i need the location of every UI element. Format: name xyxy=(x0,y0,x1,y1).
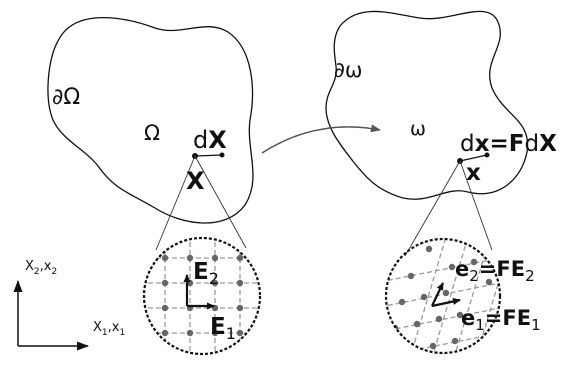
current-zoom-circle xyxy=(384,237,502,355)
deformation-map-arrow xyxy=(261,124,381,154)
reference-basis-e1-label: E1 xyxy=(210,314,236,343)
current-basis-e1-label: e1=FE1 xyxy=(461,306,541,334)
current-boundary-label: ∂ω xyxy=(334,58,362,82)
current-basis-e2-label: e2=FE2 xyxy=(455,257,535,285)
vertical-axis-label: X2,x2 xyxy=(25,259,57,277)
reference-material-grid xyxy=(144,238,260,354)
reference-element-label: dX xyxy=(193,126,227,154)
current-body-outline xyxy=(325,10,529,200)
coordinate-axes xyxy=(13,280,89,351)
reference-boundary-label: ∂Ω xyxy=(52,85,80,110)
reference-basis-e2-label: E2 xyxy=(193,259,219,288)
horizontal-axis-label: X1,x1 xyxy=(93,320,125,338)
current-domain-label: ω xyxy=(410,118,426,140)
current-basis-vectors xyxy=(431,282,461,308)
reference-zoom-circle xyxy=(142,236,262,356)
reference-basis-vectors xyxy=(183,274,215,310)
reference-body-outline xyxy=(47,16,254,224)
reference-domain-label: Ω xyxy=(144,121,160,145)
reference-zoom-lines xyxy=(155,155,247,251)
reference-point-label: X xyxy=(186,167,205,195)
current-point-label: x xyxy=(466,160,481,186)
current-zoom-lines xyxy=(404,160,493,257)
current-element-label: dx=FdX xyxy=(460,131,557,157)
current-material-grid xyxy=(386,239,500,353)
